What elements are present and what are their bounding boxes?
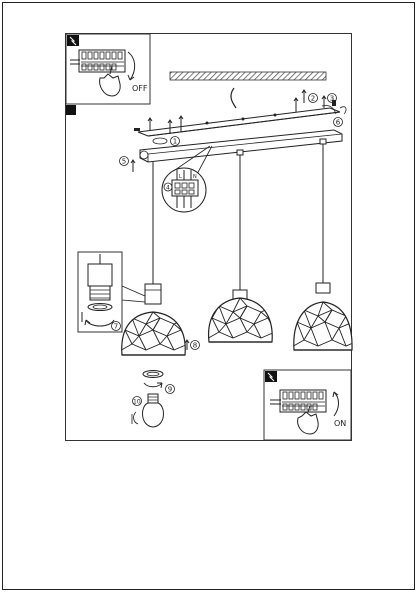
- lamp-holder-right: [315, 282, 331, 294]
- figure-frame: [65, 33, 352, 441]
- lamp-shade-right: [293, 301, 353, 351]
- page-border: [2, 2, 415, 590]
- step-number-9: 9: [168, 386, 172, 394]
- ceiling-surface: [169, 71, 327, 81]
- step-number-3: 3: [330, 95, 334, 103]
- on-label: ON: [334, 419, 346, 428]
- step-number-7: 7: [114, 323, 118, 331]
- step-number-10: 10: [133, 399, 141, 406]
- inset-power-on: ON: [263, 369, 352, 441]
- off-label: OFF: [132, 84, 148, 93]
- lamp-holder-left: [144, 283, 162, 305]
- step-number-2: 2: [311, 95, 315, 103]
- lamp-shade-middle: [207, 297, 273, 343]
- step-number-8: 8: [193, 342, 197, 350]
- step-number-5: 5: [122, 158, 126, 166]
- step-number-4: 4: [166, 185, 170, 192]
- step-badge-main: [66, 105, 76, 115]
- light-bulb: [131, 393, 164, 428]
- lamp-shade-left: [121, 311, 186, 356]
- step-number-1: 1: [173, 138, 177, 146]
- suspension-cables: [152, 141, 324, 290]
- inset-power-off: OFF: [65, 33, 151, 105]
- shade-ring: [142, 370, 164, 389]
- inset-socket-detail: 7: [77, 251, 146, 333]
- terminal-detail: L N 4: [161, 145, 213, 213]
- canopy-bar: [139, 129, 343, 163]
- mains-cable: [230, 87, 237, 109]
- step-number-6: 6: [336, 119, 341, 127]
- terminal-label-l: L: [179, 174, 182, 180]
- terminal-label-n: N: [193, 174, 197, 180]
